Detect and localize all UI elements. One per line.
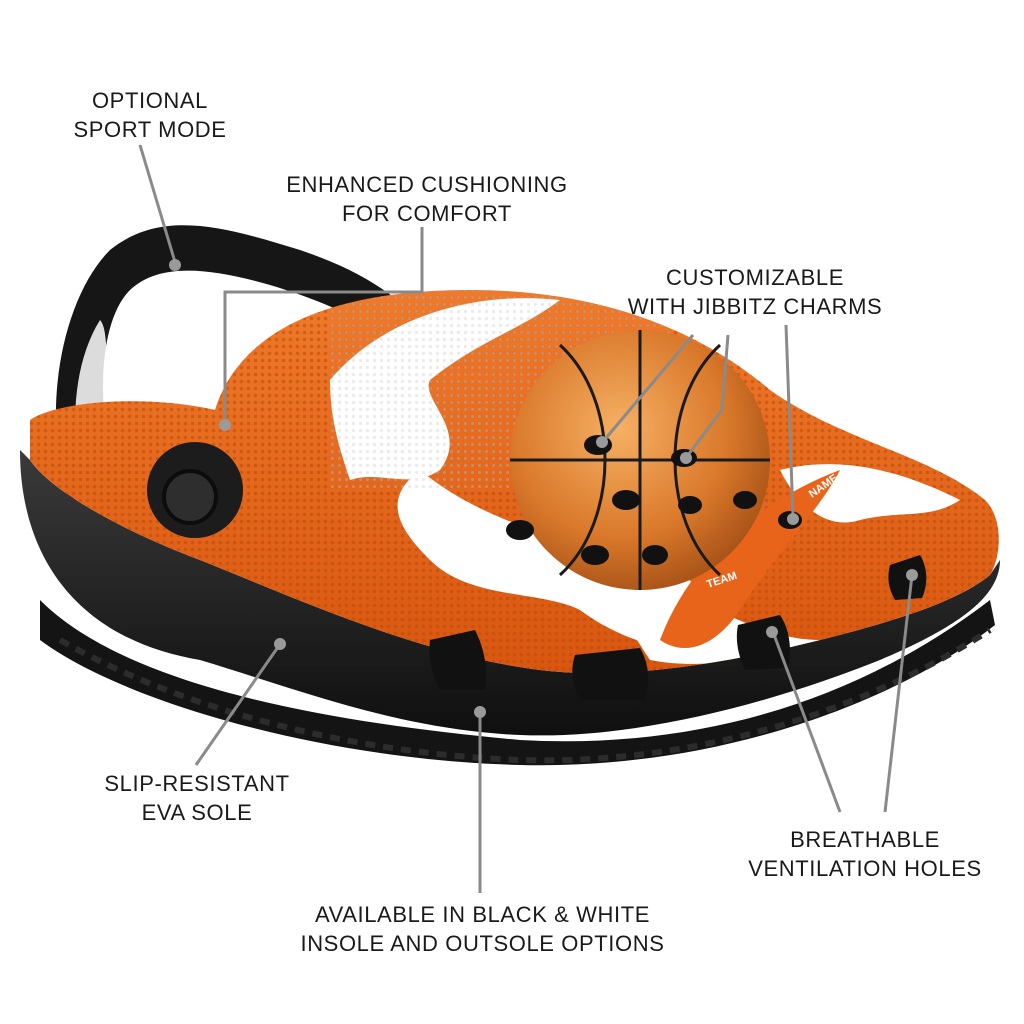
- label-sole: SLIP-RESISTANT EVA SOLE: [104, 771, 290, 825]
- clog-upper: TEAM NAME: [30, 290, 999, 700]
- callout-dot-ventilation-2: [906, 569, 918, 581]
- label-sport-mode: OPTIONAL SPORT MODE: [73, 88, 227, 142]
- callout-line-cushioning: [223, 227, 424, 422]
- callout-line-jibbitz-1: [604, 334, 695, 439]
- callout-line-sole: [194, 646, 280, 766]
- callout-dot-sole: [274, 638, 286, 650]
- strap-rivet: [147, 442, 243, 538]
- callout-dot-ventilation-1: [766, 626, 778, 638]
- callout-dot-jibbitz-2: [680, 452, 692, 464]
- callout-line-jibbitz-3: [784, 324, 795, 517]
- ventilation-holes-top: [506, 435, 802, 565]
- ventilation-holes-side: [429, 555, 927, 700]
- callout-line-ventilation-1: [771, 631, 842, 813]
- label-jibbitz: CUSTOMIZABLE WITH JIBBITZ CHARMS: [627, 265, 883, 319]
- basketball-graphic: [510, 330, 770, 590]
- callout-dot-jibbitz-1: [596, 436, 608, 448]
- label-ventilation: BREATHABLE VENTILATION HOLES: [748, 827, 982, 881]
- label-cushioning: ENHANCED CUSHIONING FOR COMFORT: [286, 172, 568, 226]
- callout-line-jibbitz-2: [686, 334, 730, 456]
- label-insole-options: AVAILABLE IN BLACK & WHITE INSOLE AND OU…: [300, 902, 665, 956]
- callout-line-sport-mode: [138, 144, 177, 263]
- callout-dot-insole: [474, 706, 486, 718]
- callout-line-ventilation-2: [883, 574, 914, 813]
- callout-lines: [138, 144, 914, 893]
- callout-dot-jibbitz-3: [787, 513, 799, 525]
- callout-dots: [169, 259, 918, 718]
- callout-dot-cushioning: [219, 419, 231, 431]
- callout-dot-sport-mode: [169, 259, 181, 271]
